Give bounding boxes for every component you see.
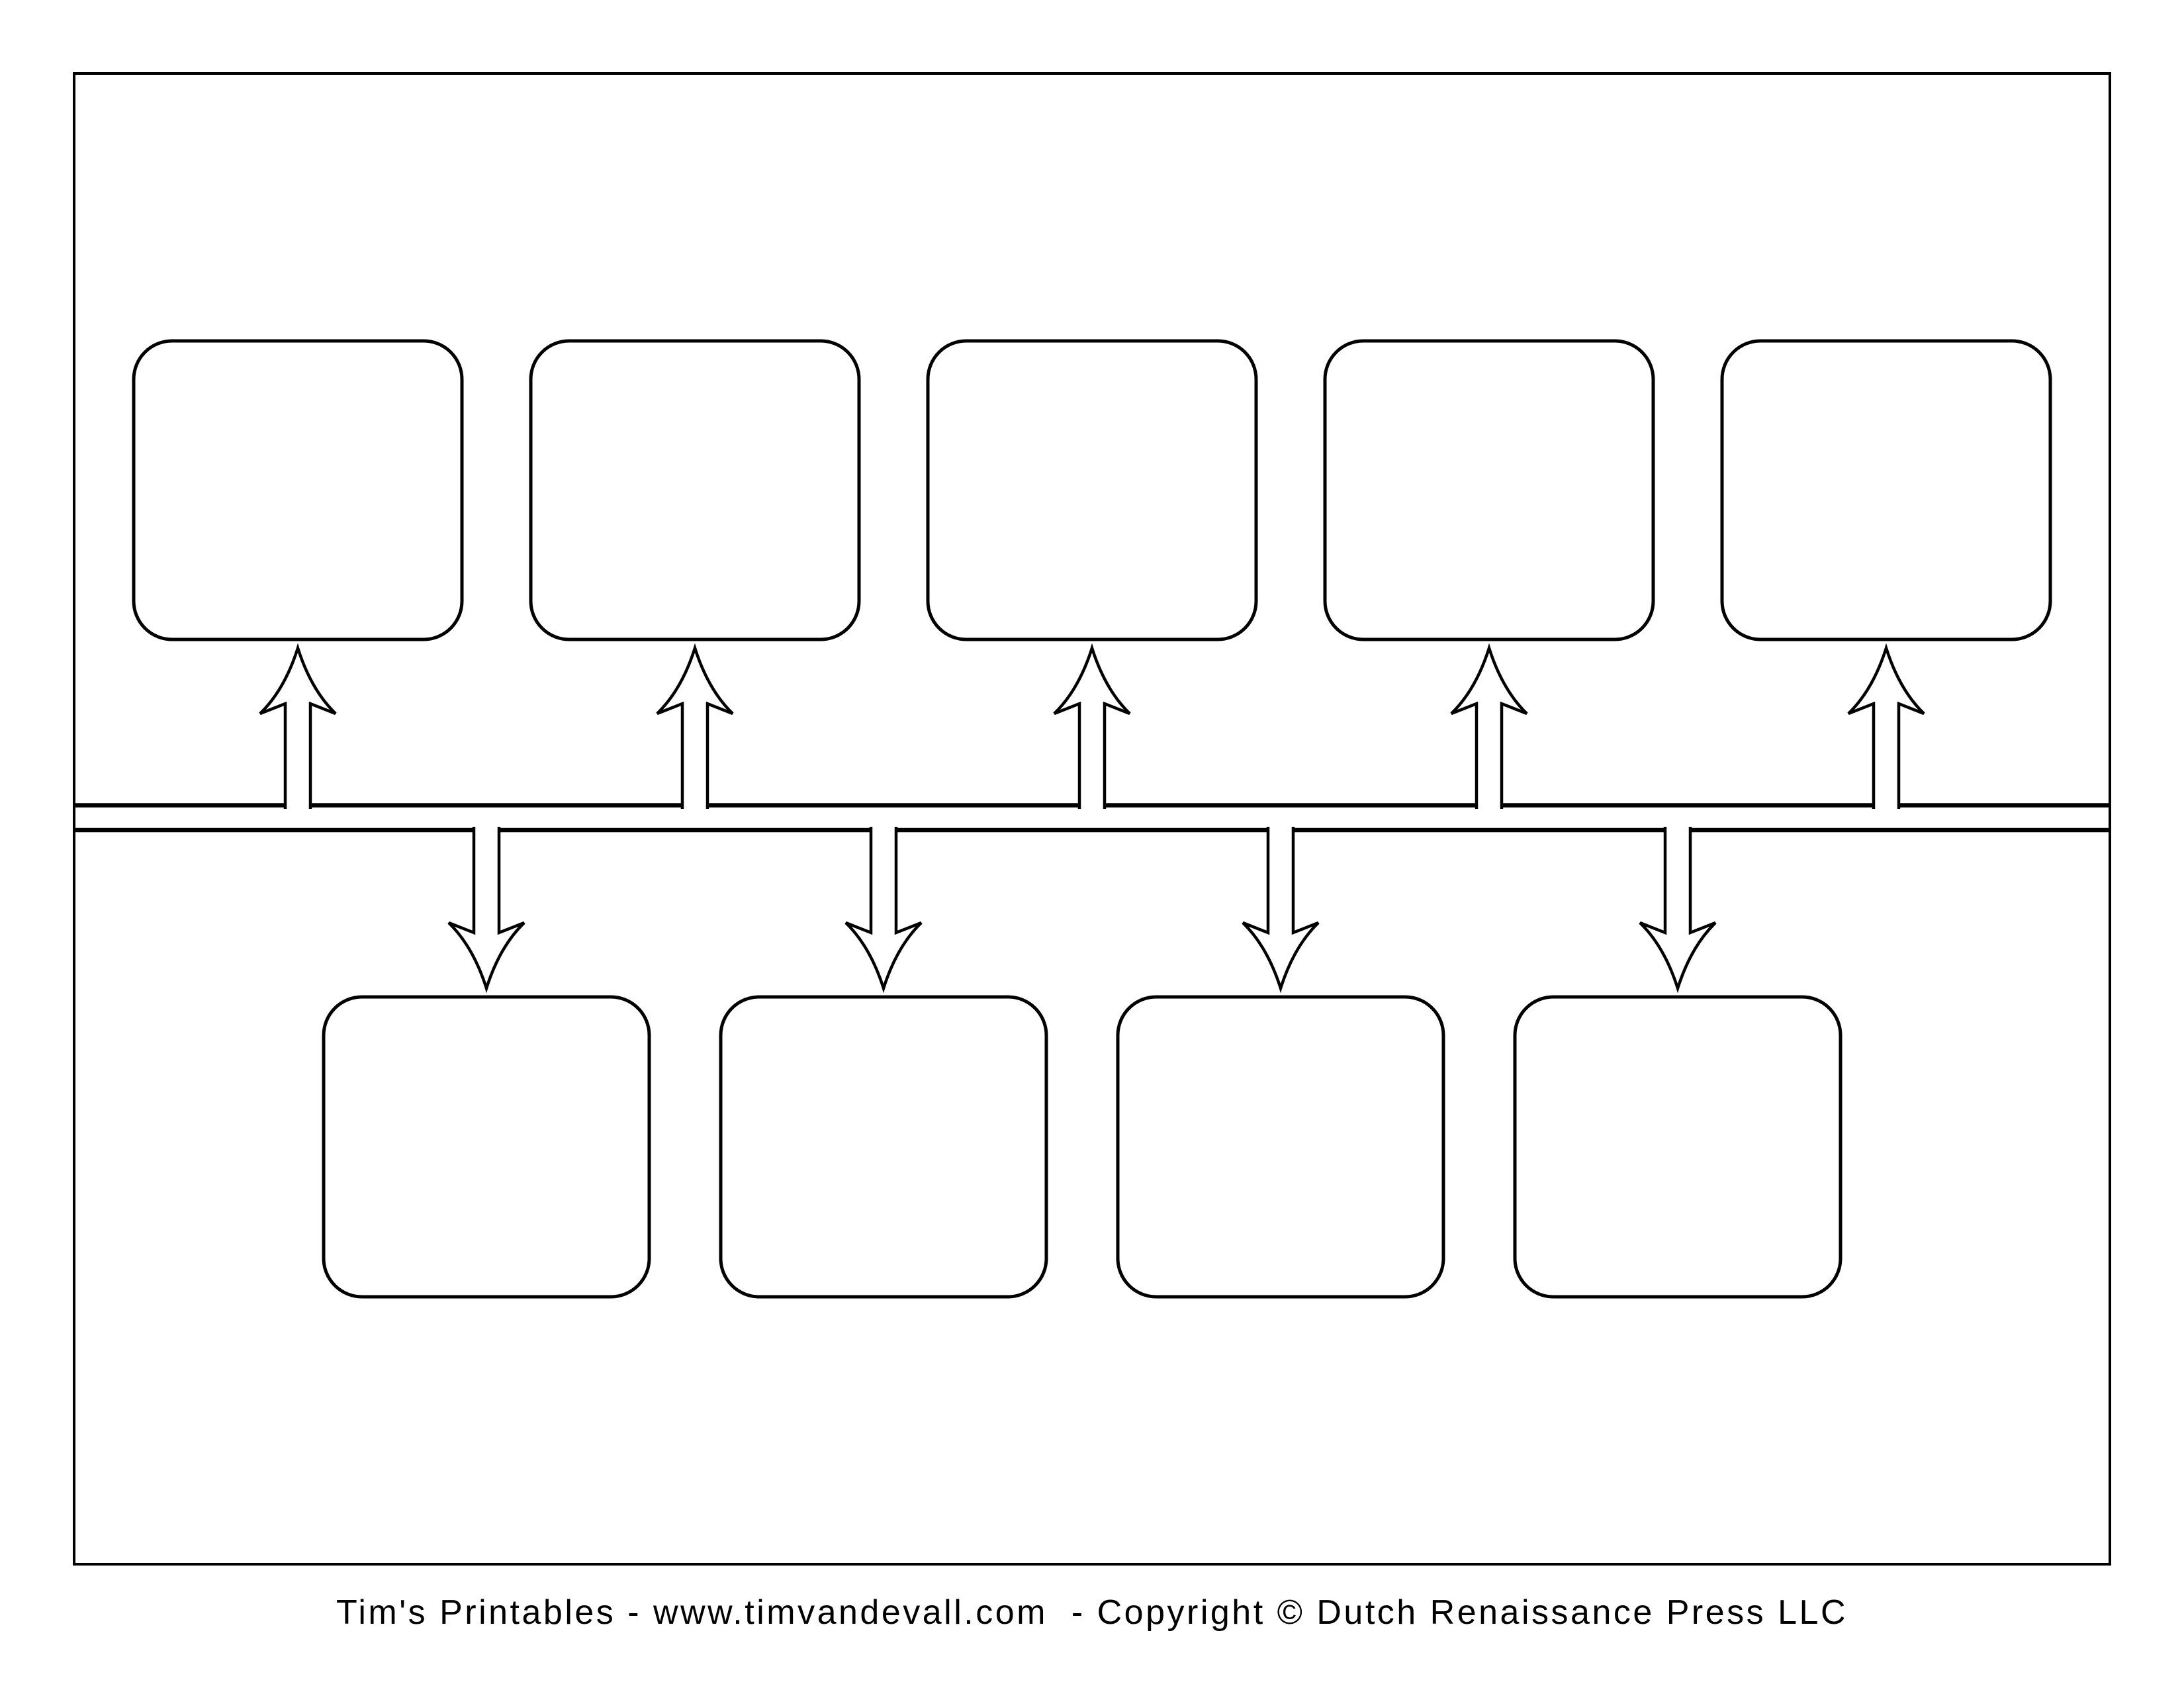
bottom-box-3 — [1116, 995, 1445, 1299]
top-box-1 — [132, 339, 464, 641]
bottom-row — [322, 995, 1843, 1299]
top-box-4 — [1323, 339, 1655, 641]
down-arrows — [447, 827, 1717, 994]
bottom-box-1 — [322, 995, 651, 1299]
top-row — [132, 339, 2052, 641]
up-arrow-2 — [656, 643, 734, 809]
bottom-box-4 — [1513, 995, 1843, 1299]
top-box-5 — [1720, 339, 2052, 641]
up-arrow-5 — [1847, 643, 1925, 809]
down-arrow-4 — [1639, 827, 1717, 994]
outer-border — [73, 72, 2111, 1566]
up-arrows — [259, 643, 1925, 809]
up-arrow-3 — [1053, 643, 1131, 809]
down-arrow-1 — [447, 827, 525, 994]
up-arrow-4 — [1450, 643, 1528, 809]
down-arrow-3 — [1242, 827, 1320, 994]
footer-credit: Tim's Printables - www.timvandevall.com … — [336, 1593, 1848, 1632]
up-arrow-1 — [259, 643, 337, 809]
top-box-3 — [926, 339, 1258, 641]
down-arrow-2 — [844, 827, 923, 994]
bottom-box-2 — [719, 995, 1048, 1299]
top-box-2 — [529, 339, 861, 641]
